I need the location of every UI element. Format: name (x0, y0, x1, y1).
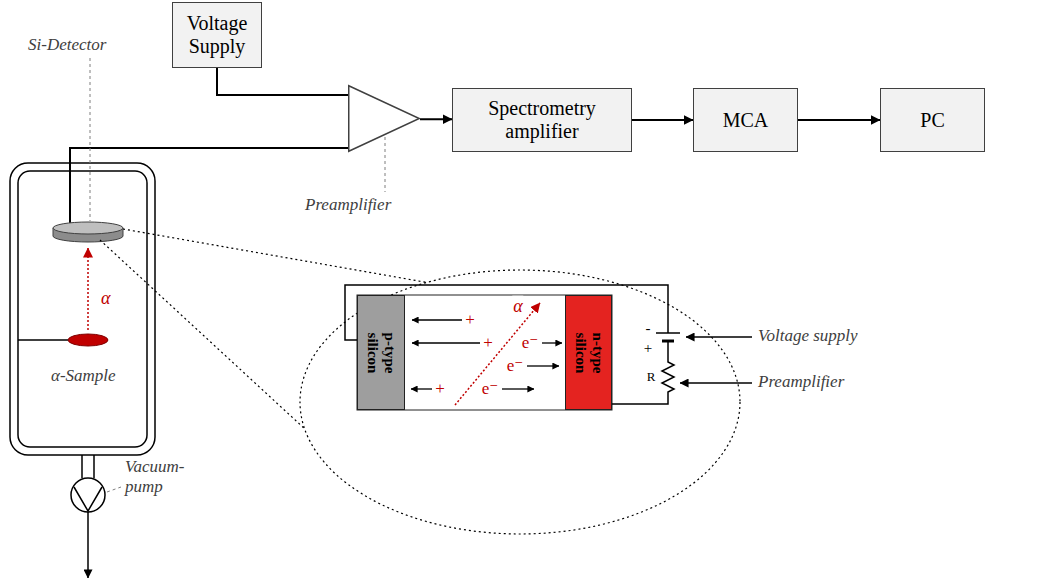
battery-symbol (656, 333, 680, 341)
pointer-arrow (686, 336, 752, 338)
particle-symbol: α (100, 288, 111, 309)
vacuum-chamber (10, 163, 155, 455)
box-label: MCA (723, 109, 769, 132)
component-label: Preamplifier (305, 195, 391, 215)
vacuum-pump (93, 455, 95, 478)
si-detector (53, 222, 123, 242)
depletion-region (357, 295, 612, 410)
signal-label: Preamplifier (757, 372, 845, 392)
leader-line (107, 487, 121, 492)
polarity-sign: - (645, 320, 652, 337)
zoom-callout (100, 240, 306, 430)
charge-symbol: + (434, 379, 446, 399)
alpha-ray (87, 248, 89, 330)
charge-drift-arrow (412, 319, 462, 320)
battery-symbol (656, 332, 680, 334)
resistor-label: R (646, 370, 657, 385)
alpha-sample (18, 339, 68, 341)
alpha-sample (68, 334, 108, 346)
vacuum-pump (81, 455, 83, 478)
layer-label: p-type silicon (365, 313, 398, 393)
box-label: Spectrometry amplifier (458, 97, 626, 143)
amplifier-triangle: Preamplifier (348, 85, 420, 152)
charge-symbol: e⁻ (481, 379, 500, 399)
process-box: PC (880, 88, 985, 152)
signal-connector (632, 119, 693, 121)
depletion-region (357, 295, 612, 410)
polarity-sign: + (643, 340, 653, 357)
charge-symbol: e⁻ (521, 333, 540, 353)
particle-symbol: α (512, 296, 523, 317)
leader-line (385, 137, 386, 192)
alpha-track (455, 303, 540, 405)
charge-drift-arrow (527, 365, 559, 366)
vacuum-pump (71, 478, 105, 512)
charge-symbol: e⁻ (506, 356, 525, 376)
vacuum-pump (71, 455, 105, 578)
vacuum-chamber (18, 171, 147, 447)
battery-symbol (662, 340, 674, 343)
alpha-track (455, 303, 540, 405)
vacuum-pump (87, 512, 89, 578)
semiconductor-layer: n-type silicon (565, 295, 612, 410)
zoom-callout (300, 270, 740, 534)
process-box: MCA (693, 88, 798, 152)
part-label: Vacuum- pump (124, 457, 200, 496)
pointer-arrow (680, 337, 752, 383)
part-label: Si-Detector (27, 35, 107, 55)
charge-drift-arrow (412, 342, 480, 343)
signal-label: Voltage supply (757, 326, 859, 346)
si-detector (53, 222, 123, 234)
signal-connector (217, 68, 348, 95)
charge-drift-arrow (502, 388, 534, 389)
charge-drift-arrow (411, 388, 432, 389)
signal-connector (420, 118, 452, 120)
vacuum-chamber (10, 163, 155, 455)
leader-line (90, 58, 91, 221)
charge-symbol: + (464, 310, 476, 330)
bias-circuit-wire (612, 341, 674, 404)
process-box: Voltage Supply (172, 2, 262, 68)
box-label: Voltage Supply (178, 12, 256, 58)
zoom-callout (123, 229, 430, 283)
process-box: Spectrometry amplifier (452, 88, 632, 152)
signal-connector (798, 119, 880, 121)
amplifier-triangle-outline (349, 86, 420, 152)
vacuum-pump (74, 487, 102, 511)
charge-symbol: + (482, 333, 494, 353)
layer-label: n-type silicon (572, 313, 605, 393)
amplifier-triangle-outline (348, 85, 420, 152)
pointer-arrow (680, 382, 752, 384)
part-label: α-Sample (50, 366, 117, 386)
alpha-ray (88, 248, 89, 330)
semiconductor-layer: p-type silicon (357, 295, 405, 410)
box-label: PC (920, 109, 944, 132)
charge-drift-arrow (542, 342, 562, 343)
zoom-callout (100, 229, 740, 534)
alpha-sample (18, 334, 108, 346)
